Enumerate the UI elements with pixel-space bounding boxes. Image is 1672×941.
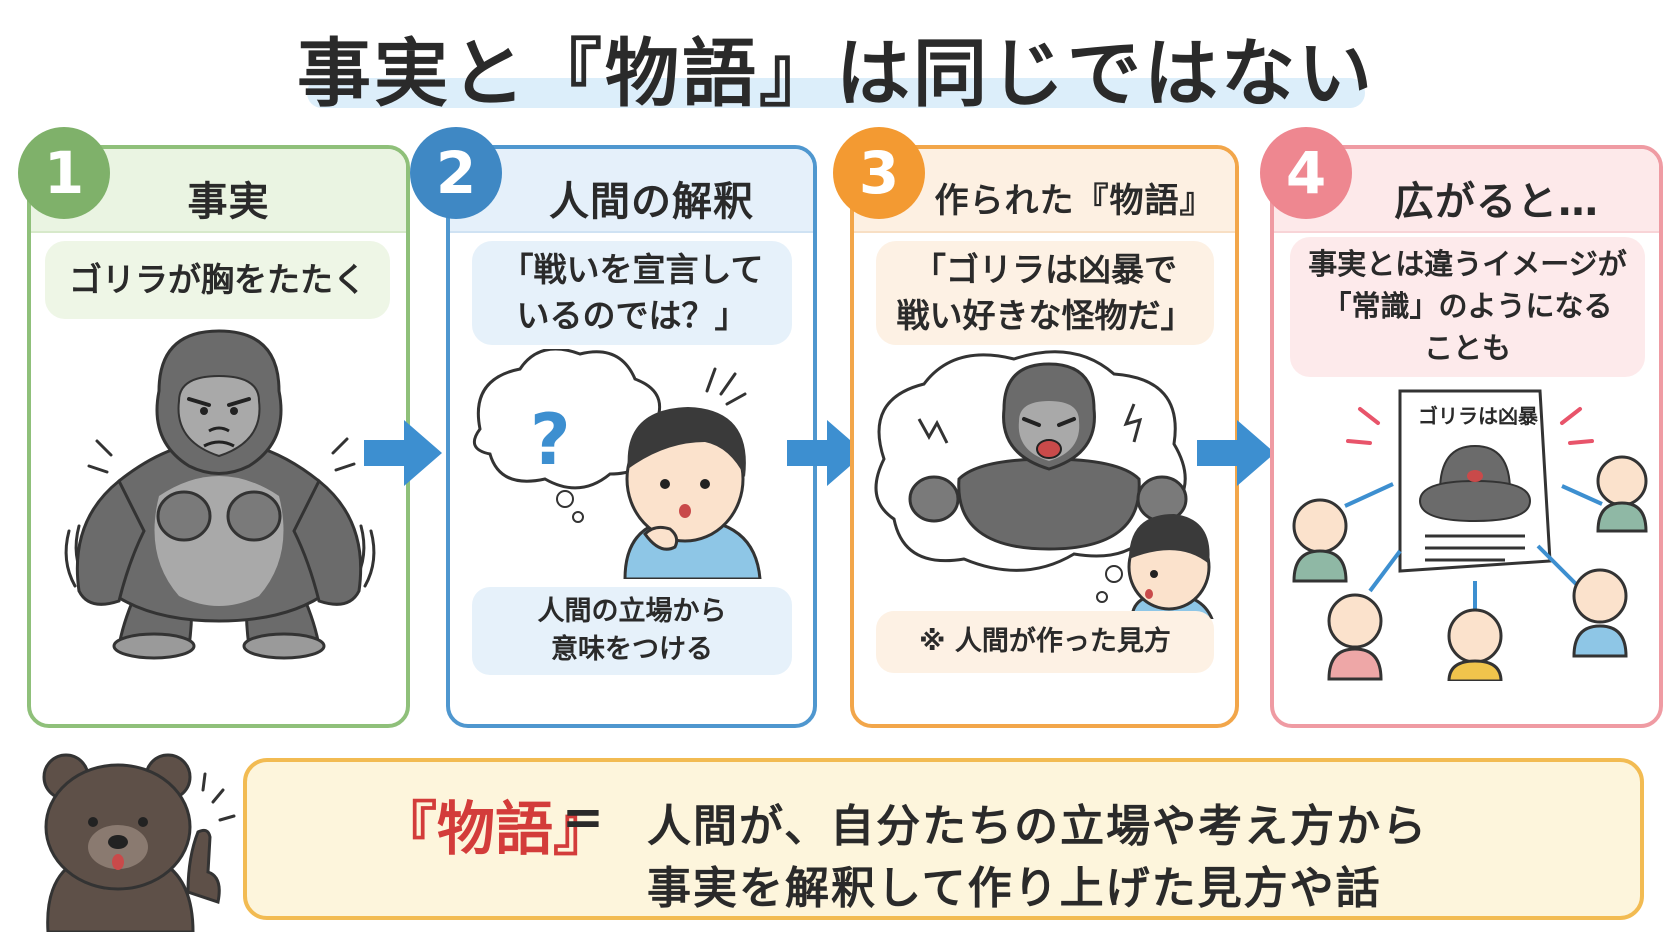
question-mark-icon: ?: [530, 399, 571, 481]
interpretation-note: 人間の立場から 意味をつける: [472, 587, 792, 675]
arrow-right-icon: [364, 420, 442, 486]
panel-header: 人間の解釈: [450, 149, 813, 233]
panel-spread: 広がると… 事実とは違うイメージが 「常識」のようになる ことも ゴリラは凶暴: [1270, 145, 1663, 728]
title-area: 事実と『物語』は同じではない: [0, 0, 1672, 117]
step-badge-2: 2: [410, 127, 502, 219]
panel-fact: 事実 ゴリラが胸をたたく: [27, 145, 410, 728]
definition-box: 『物語』 = 人間が、自分たちの立場や考え方から 事実を解釈して作り上げた見方や…: [243, 758, 1644, 920]
definition-term: 『物語』: [379, 795, 612, 863]
title-underline: [307, 78, 1365, 108]
poster-headline: ゴリラは凶暴: [1418, 404, 1539, 428]
step-badge-1: 1: [18, 127, 110, 219]
interpretation-bubble: 「戦いを宣言して いるのでは？」: [472, 241, 792, 345]
definition-line-1: 人間が、自分たちの立場や考え方から: [647, 801, 1429, 852]
fact-text: ゴリラが胸をたたく: [69, 260, 366, 299]
bubble-line: 「戦いを宣言して: [500, 250, 764, 289]
bubble-line: 「常識」のようになる: [1322, 289, 1613, 323]
panel-heading: 広がると…: [1394, 179, 1599, 225]
story-note: ※ 人間が作った見方: [876, 611, 1214, 673]
fact-bubble: ゴリラが胸をたたく: [45, 241, 390, 319]
bear-mascot-illustration: [42, 753, 236, 932]
bubble-line: 事実とは違うイメージが: [1308, 247, 1627, 281]
panel-interpretation: 人間の解釈 「戦いを宣言して いるのでは？」 ? 人間の立場から 意味をつける: [446, 145, 817, 728]
scary-gorilla-thought-illustration: [874, 350, 1214, 619]
panel-heading: 作られた『物語』: [934, 181, 1215, 221]
page-title: 事実と『物語』は同じではない: [297, 31, 1375, 117]
note-line: ※ 人間が作った見方: [919, 626, 1171, 657]
panel-heading: 人間の解釈: [549, 179, 754, 225]
spread-bubble: 事実とは違うイメージが 「常識」のようになる ことも: [1290, 237, 1645, 377]
rumor-spreading-illustration: ゴリラは凶暴: [1292, 389, 1648, 681]
bubble-line: 戦い好きな怪物だ」: [896, 296, 1194, 335]
panel-heading: 事実: [187, 179, 270, 225]
bubble-line: いるのでは？」: [516, 296, 748, 335]
note-line: 人間の立場から: [537, 596, 727, 627]
panel-story: 作られた『物語』 「ゴリラは凶暴で 戦い好きな怪物だ」 ※ 人間が作った見方: [850, 145, 1239, 728]
arrow-right-icon: [787, 420, 865, 486]
gorilla-chest-beat-illustration: [64, 329, 376, 660]
bubble-line: 「ゴリラは凶暴で: [913, 250, 1177, 289]
bubble-line: ことも: [1423, 331, 1511, 365]
story-bubble: 「ゴリラは凶暴で 戦い好きな怪物だ」: [876, 241, 1214, 345]
step-badge-3: 3: [833, 127, 925, 219]
definition-line-2: 事実を解釈して作り上げた見方や話: [647, 863, 1382, 914]
step-badge-4: 4: [1260, 127, 1352, 219]
arrow-right-icon: [1197, 420, 1275, 486]
thinking-boy-illustration: ?: [472, 349, 762, 579]
definition-equals: =: [562, 788, 604, 846]
note-line: 意味をつける: [551, 634, 713, 665]
